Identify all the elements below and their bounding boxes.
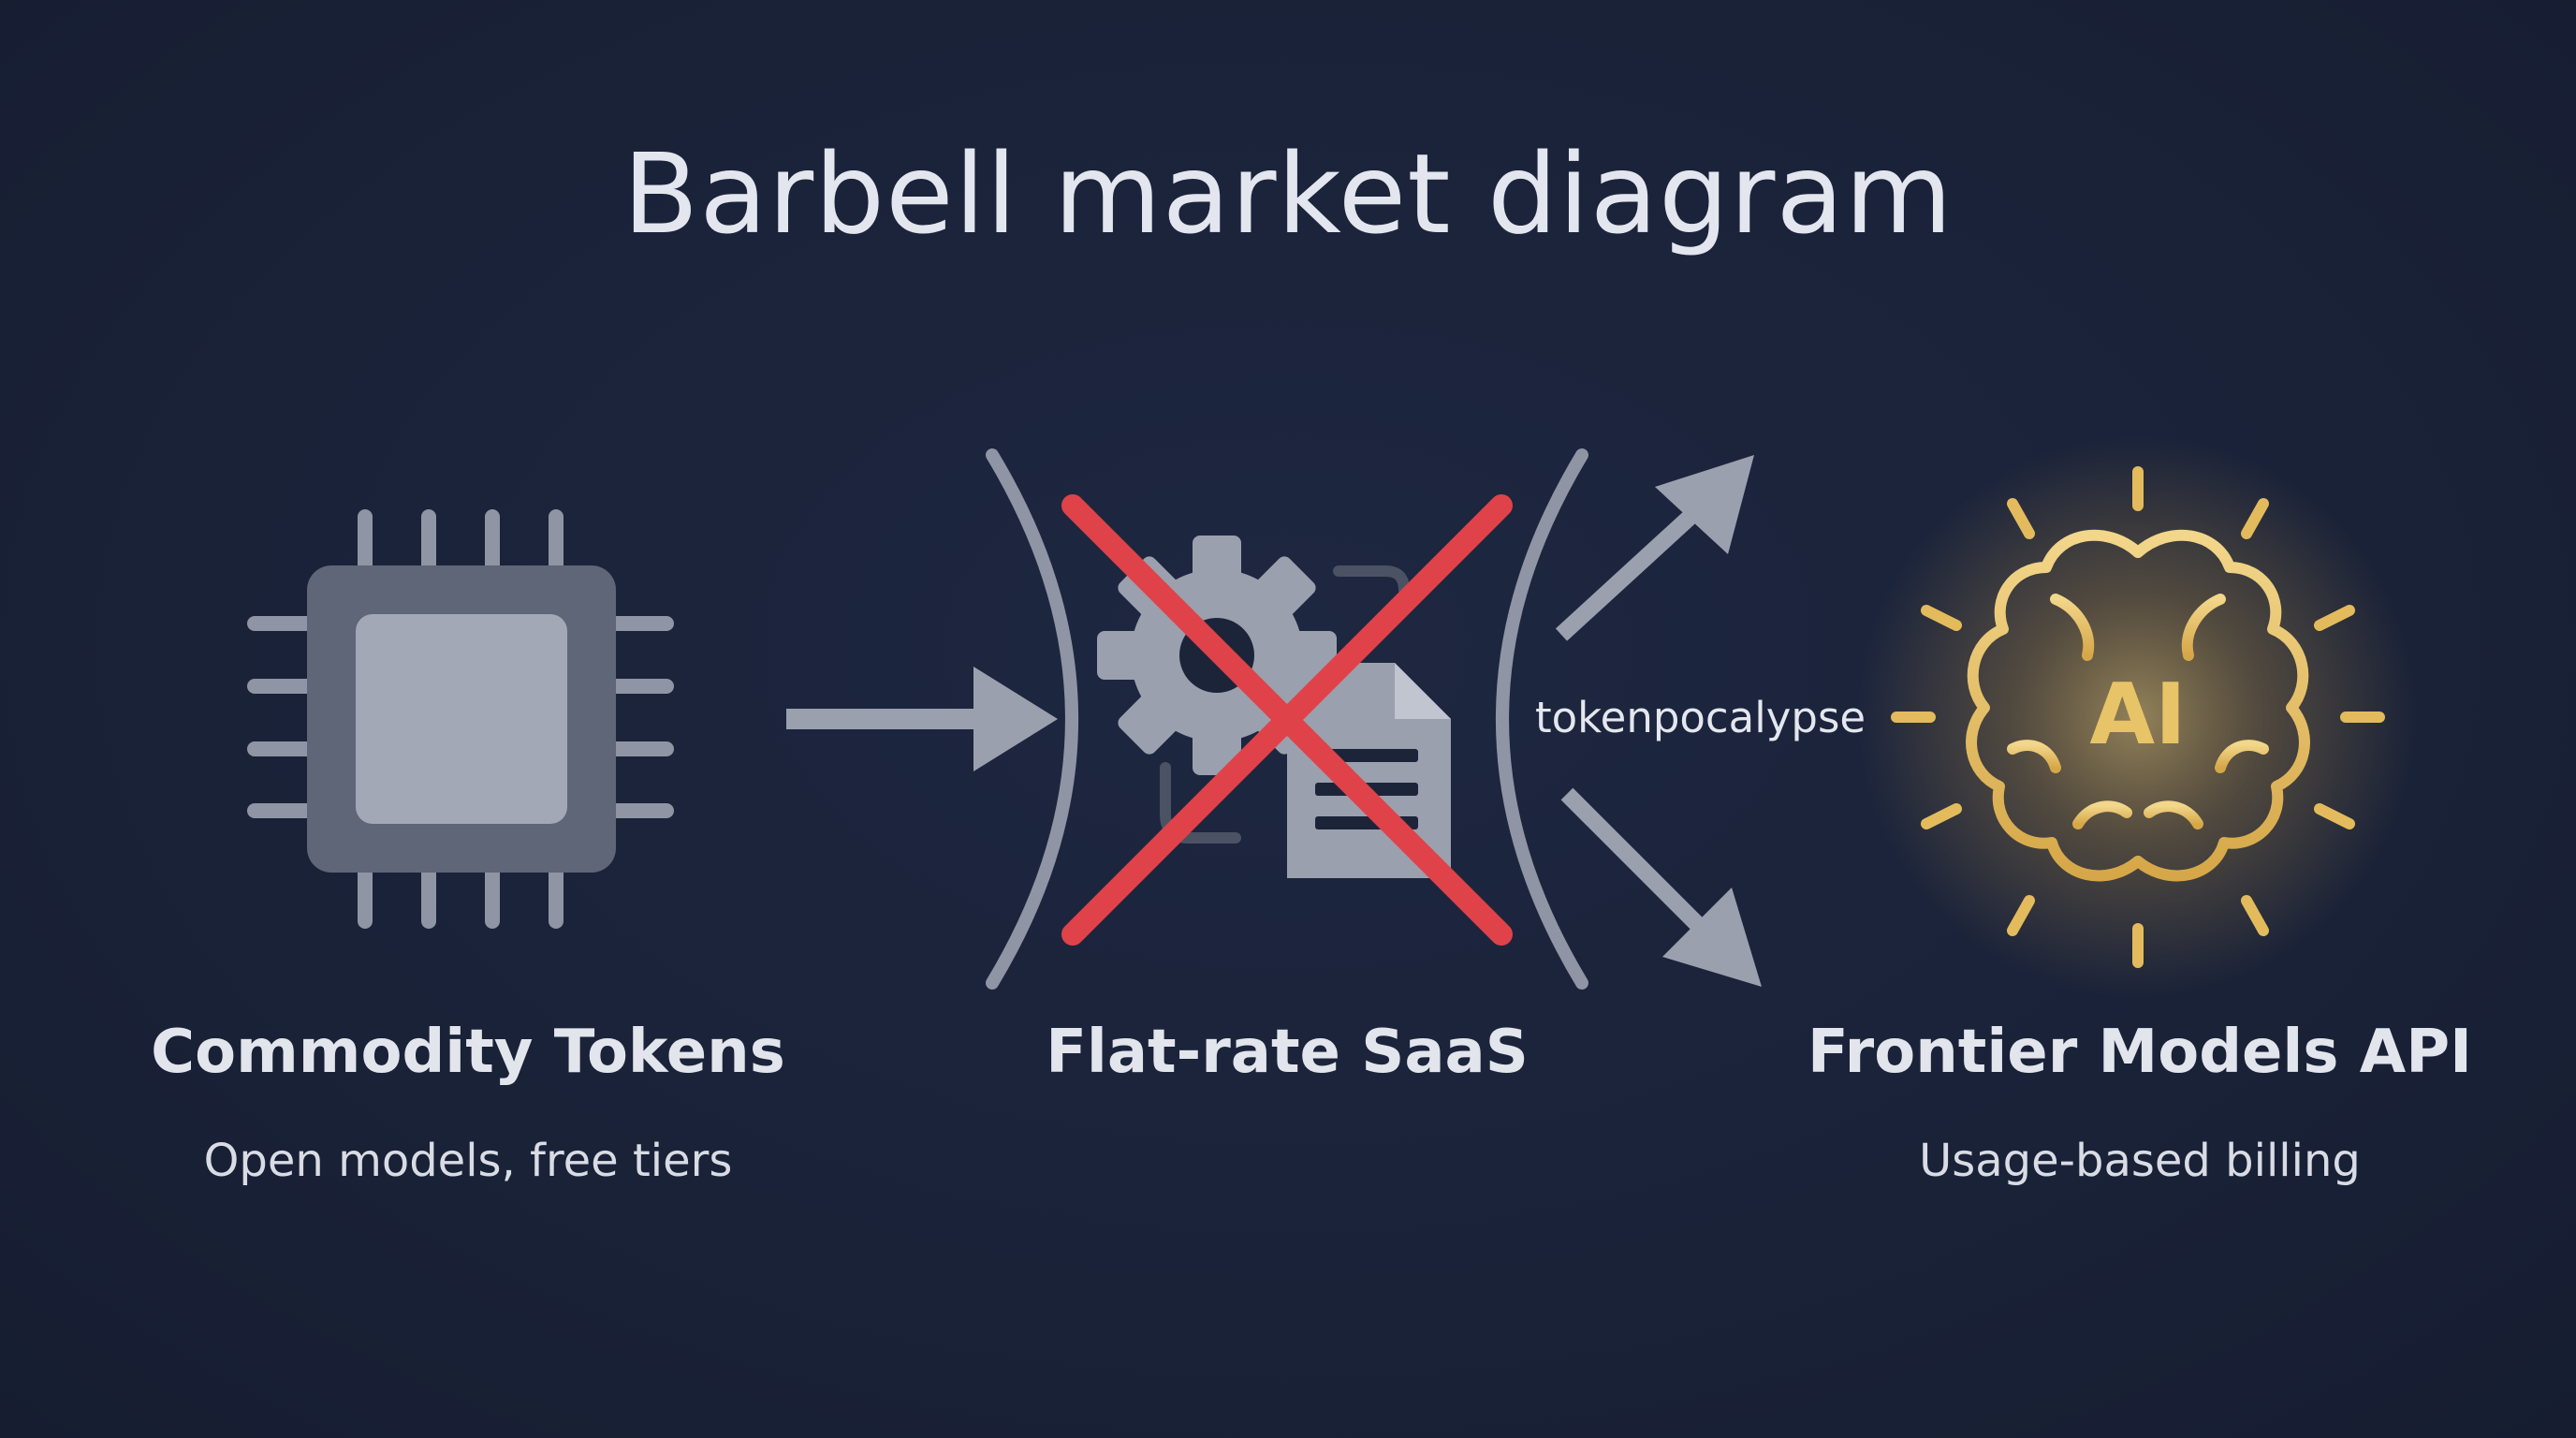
ai-badge-text: AI (2089, 666, 2186, 764)
diagram-title: Barbell market diagram (622, 129, 1954, 258)
arrow-right-icon (786, 667, 1058, 771)
commodity-tokens-title: Commodity Tokens (151, 1018, 785, 1087)
commodity-tokens-subtitle: Open models, free tiers (203, 1135, 733, 1187)
cross-out-icon (1061, 494, 1513, 946)
frontier-models-api-subtitle: Usage-based billing (1919, 1135, 2361, 1187)
left-bracket (986, 448, 1078, 990)
frontier-models-api-title: Frontier Models API (1808, 1018, 2472, 1087)
ai-brain-icon: AI (1857, 436, 2419, 998)
right-bracket (1496, 448, 1588, 990)
cpu-chip-icon (247, 509, 674, 929)
flat-rate-saas-title: Flat-rate SaaS (1046, 1018, 1529, 1087)
arrow-down-right-icon (1560, 787, 1762, 987)
tokenpocalypse-label: tokenpocalypse (1535, 693, 1866, 742)
arrow-up-right-icon (1555, 455, 1754, 641)
